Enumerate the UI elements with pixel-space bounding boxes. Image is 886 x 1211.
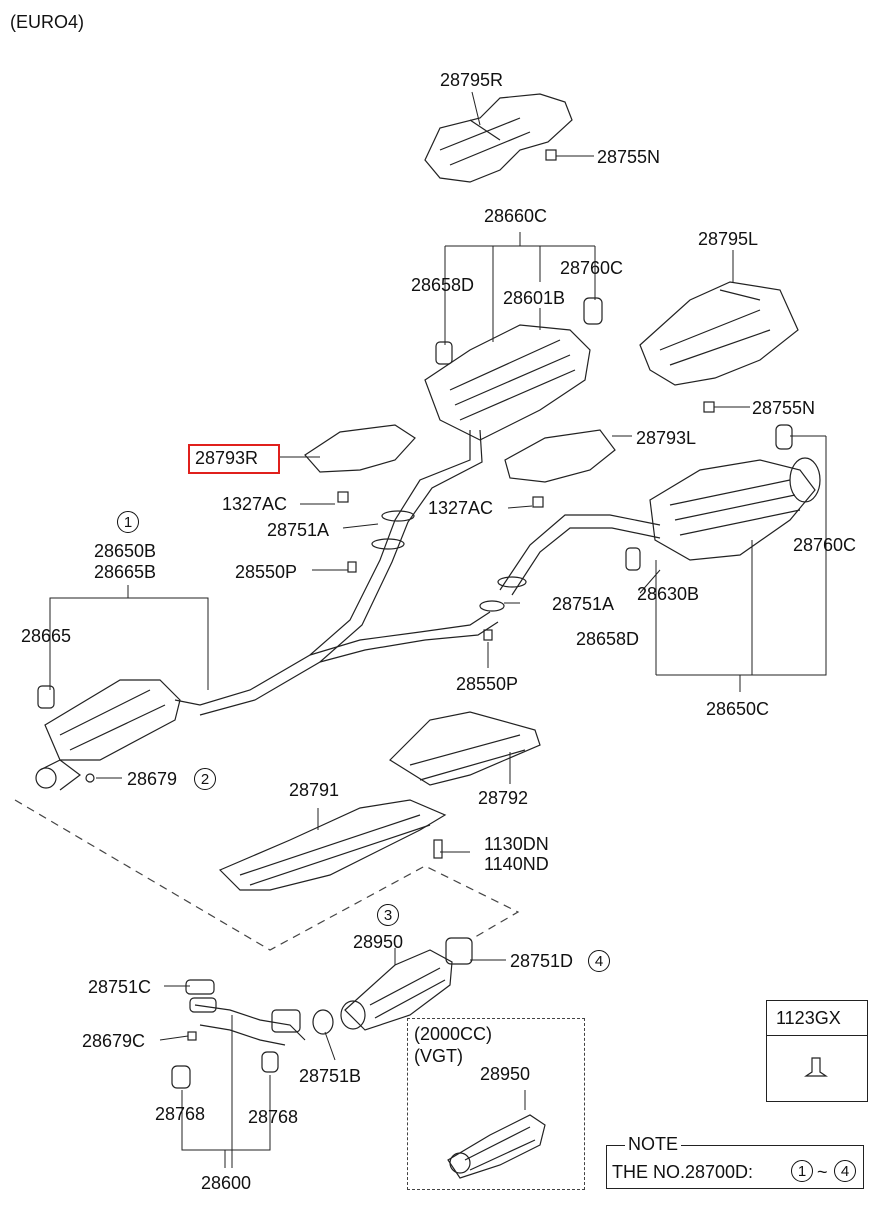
nut-28755n-right [703,401,715,413]
part-label-28793r[interactable]: 28793R [195,448,259,468]
legend-header [766,1000,868,1036]
part-label-28751a-right: 28751A [552,594,615,614]
hanger-28760c-right [775,424,793,450]
heat-shield-28791 [218,799,447,891]
hanger-28658d-right [625,547,641,571]
part-label-1130dn: 1130DN [484,834,549,854]
manifold-pipe-28600 [194,1004,306,1046]
note-range-separator: ~ [817,1162,828,1182]
part-label-28950-vgt: 28950 [480,1064,531,1084]
variant-box-line2: (VGT) [414,1046,463,1066]
heat-shield-28795l [639,281,799,386]
center-muffler [44,679,181,761]
part-label-28751d: 28751D [510,951,574,971]
note-circled-1: 1 [791,1160,813,1182]
circled-number-2: 2 [194,768,216,790]
circled-number-4: 4 [588,950,610,972]
rear-muffler [649,459,816,561]
part-label-28658d-right: 28658D [576,629,640,649]
heat-shield-28792 [389,711,541,786]
part-label-28601b: 28601B [503,288,566,308]
highlight-box [188,444,280,474]
heat-shield-28795r [424,93,573,183]
variant-box-2000cc-vgt [407,1018,585,1190]
part-label-28791: 28791 [289,780,340,800]
muffler-28601b [424,324,591,441]
hanger-28768-right [261,1051,279,1073]
part-label-28550p-left: 28550P [235,562,298,582]
note-text: THE NO.28700D: [612,1162,754,1182]
circled-number-3: 3 [377,904,399,926]
part-label-28795l: 28795L [698,229,759,249]
variant-box-line1: (2000CC) [414,1024,493,1044]
note-title: NOTE [625,1134,682,1154]
part-label-28795r: 28795R [440,70,504,90]
part-label-28751a-top: 28751A [267,520,330,540]
note-circled-4: 4 [834,1160,856,1182]
rear-pipe [499,514,661,591]
part-label-28768-right: 28768 [248,1107,299,1127]
part-label-28630b: 28630B [637,584,700,604]
part-label-28650b: 28650B [94,541,157,561]
part-label-28550p-bottom: 28550P [456,674,519,694]
part-label-28650c: 28650C [706,699,770,719]
part-label-28660c: 28660C [484,206,548,226]
front-pipe [174,430,471,706]
hanger-28760c-top [583,297,603,325]
part-label-1140nd: 1140ND [484,854,549,874]
legend-title: 1123GX [776,1008,841,1028]
part-label-28755n-right: 28755N [752,398,816,418]
part-label-1327ac-right: 1327AC [428,498,494,518]
hanger-28658d-top [435,341,453,365]
variant-label: (EURO4) [10,12,85,32]
part-label-28679c: 28679C [82,1031,146,1051]
part-label-28665: 28665 [21,626,72,646]
bolt-icon [804,1057,828,1077]
part-label-28760c-right: 28760C [793,535,857,555]
catalyst-28950 [344,949,453,1031]
note-box [606,1145,864,1189]
part-label-28751b: 28751B [299,1066,362,1086]
part-label-28792: 28792 [478,788,529,808]
part-label-28665b: 28665B [94,562,157,582]
part-label-28751c: 28751C [88,977,152,997]
part-label-28760c-top: 28760C [560,258,624,278]
hanger-28768-left [171,1065,191,1089]
heat-shield-28793l [504,429,616,483]
part-label-1327ac-left: 1327AC [222,494,288,514]
part-label-28755n-top: 28755N [597,147,661,167]
part-label-28600: 28600 [201,1173,252,1193]
part-label-28768-left: 28768 [155,1104,206,1124]
part-label-28679: 28679 [127,769,178,789]
part-label-28950: 28950 [353,932,404,952]
hanger-28665 [37,685,55,709]
catalyst-vgt [447,1114,546,1179]
heat-shield-28793r [304,424,416,473]
part-label-28658d-top: 28658D [411,275,475,295]
circled-number-1: 1 [117,511,139,533]
nut-28755n-top [545,149,557,161]
part-label-28793l: 28793L [636,428,697,448]
